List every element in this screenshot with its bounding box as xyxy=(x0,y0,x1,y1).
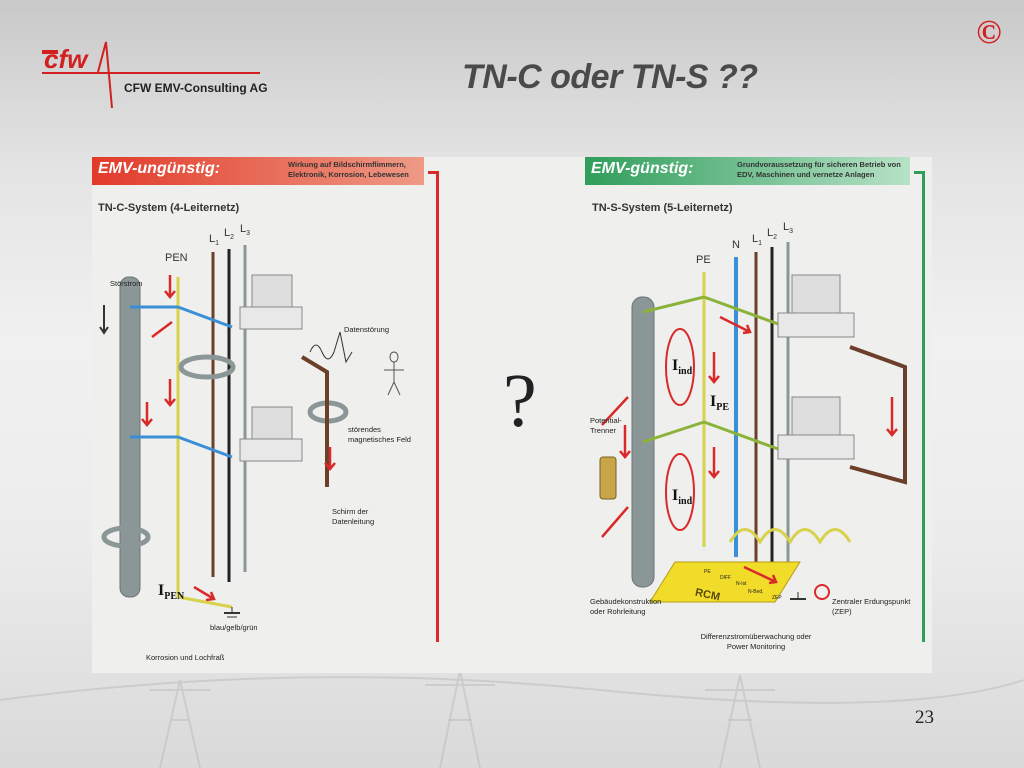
company-name: CFW EMV-Consulting AG xyxy=(124,81,268,95)
conductor-l3: L3 xyxy=(240,223,251,238)
label-ipen: IPEN xyxy=(158,582,185,603)
cfw-logo: cfw xyxy=(42,41,260,109)
conductor-l2: L2 xyxy=(224,227,235,242)
label-korrosion: Korrosion und Lochfraß xyxy=(146,653,225,662)
conductor-l1: L1 xyxy=(209,233,220,248)
label-rcm-nist: N-Ist xyxy=(736,581,747,587)
label-schirm: Schirm der Datenleitung xyxy=(332,507,375,526)
banner-title: EMV-ungünstig: xyxy=(98,160,221,177)
banner-description: Grundvoraussetzung für sicheren Betrieb … xyxy=(737,160,901,179)
question-mark: ? xyxy=(503,359,537,443)
conductor-pen: PEN xyxy=(165,252,188,264)
banner-title: EMV-günstig: xyxy=(591,160,694,177)
banner-description: Wirkung auf Bildschirmflimmern, Elektron… xyxy=(288,160,409,179)
label-colors: blau/gelb/grün xyxy=(210,623,258,632)
label-rcm-zep: ZEP xyxy=(772,595,782,601)
conductor-pe: PE xyxy=(696,254,711,266)
copyright-icon: © xyxy=(976,14,1002,51)
label-zep: Zentraler Erdungspunkt (ZEP) xyxy=(832,597,911,616)
label-ipe: IPE xyxy=(710,393,730,414)
label-datenstoerung: Datenstörung xyxy=(344,325,390,334)
conductor-n: N xyxy=(732,239,740,251)
red-frame-line xyxy=(428,171,439,642)
tn-s-drawing xyxy=(599,242,907,603)
label-gebaeude: Gebäudekonstruktion oder Rohrleitung xyxy=(590,597,662,616)
unfavorable-banner: EMV-ungünstig: Wirkung auf Bildschirmfli… xyxy=(92,157,424,185)
conductor-l1: L1 xyxy=(752,233,763,248)
tn-c-drawing xyxy=(99,245,404,618)
label-rcm-nbed: N-Bed. xyxy=(748,589,764,595)
page-number: 23 xyxy=(915,707,934,728)
label-iind-lower: Iind xyxy=(672,487,693,508)
label-trenner: Potential-Trenner xyxy=(590,416,622,435)
label-rcm-pe: PE xyxy=(704,569,711,575)
conductor-l2: L2 xyxy=(767,227,778,242)
tn-c-diagram: EMV-ungünstig: Wirkung auf Bildschirmfli… xyxy=(92,157,532,673)
label-monitoring: Differenzstromüberwachung oder Power Mon… xyxy=(700,632,812,651)
system-title: TN-S-System (5-Leiternetz) xyxy=(592,202,733,214)
conductor-l3: L3 xyxy=(783,221,794,236)
tn-s-diagram: EMV-günstig: Grundvoraussetzung für sich… xyxy=(500,157,932,673)
label-rcm-diff: DIFF xyxy=(720,575,732,581)
green-frame-line xyxy=(914,171,925,642)
label-magnetic-field: störendes magnetisches Feld xyxy=(348,425,411,444)
slide-title: TN-C oder TN-S ?? xyxy=(462,58,758,96)
favorable-banner: EMV-günstig: Grundvoraussetzung für sich… xyxy=(585,157,910,185)
label-stoerstrom: Störstrom xyxy=(110,279,143,288)
logo-text: cfw xyxy=(44,44,89,74)
label-iind-upper: Iind xyxy=(672,357,693,378)
system-title: TN-C-System (4-Leiternetz) xyxy=(98,202,240,214)
